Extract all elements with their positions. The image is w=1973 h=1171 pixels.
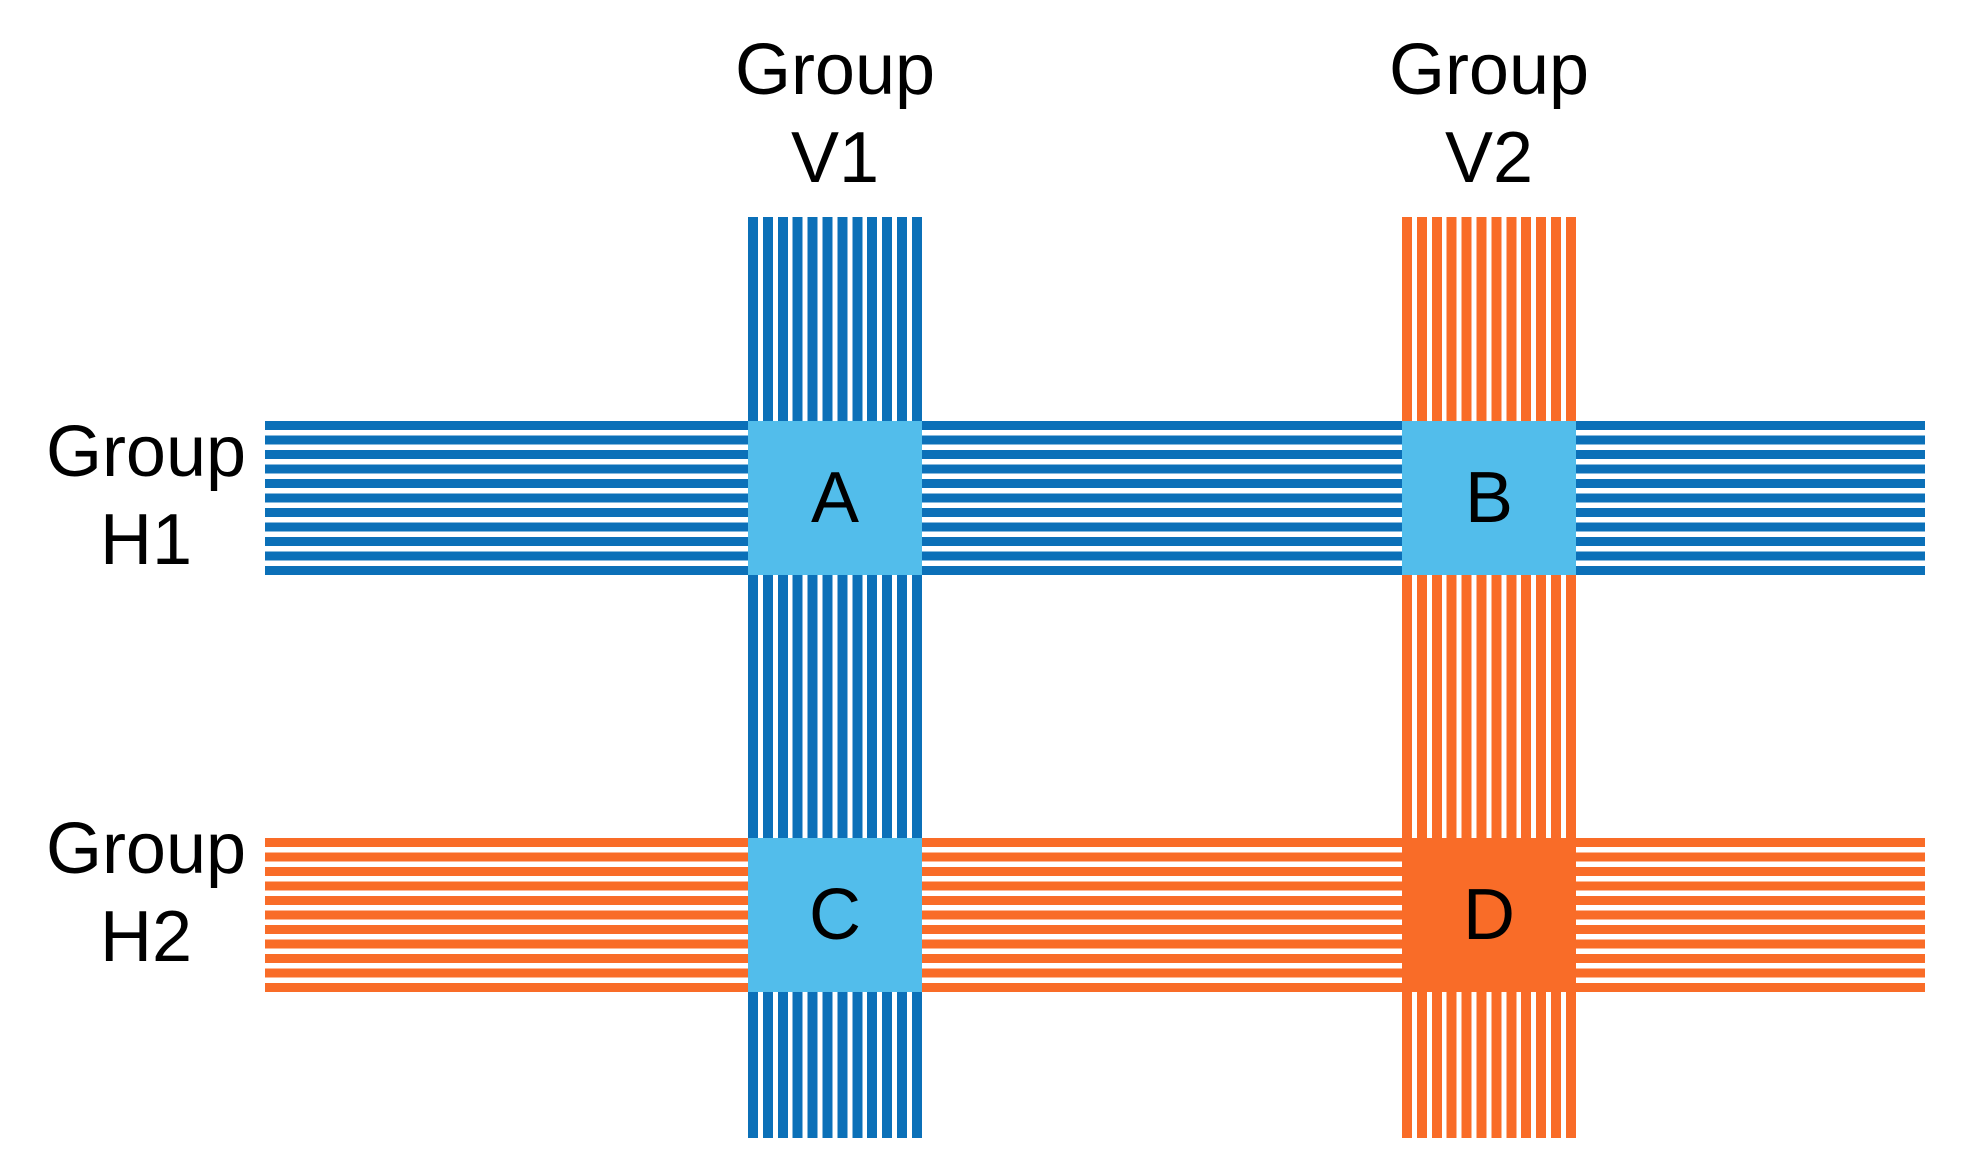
label-group-v2-line2: V2	[1444, 118, 1534, 198]
cell-a-letter: A	[810, 458, 860, 538]
intersection-cell-d: D	[1402, 838, 1576, 992]
label-group-v2-line1: Group	[1388, 30, 1590, 110]
label-group-v1: Group V1	[635, 26, 1035, 202]
cell-b-letter: B	[1464, 458, 1514, 538]
band-h1-horizontal-stripes	[265, 421, 1925, 575]
intersection-cell-b: B	[1402, 421, 1576, 575]
cell-d-letter: D	[1463, 875, 1515, 955]
label-group-h2-line2: H2	[99, 897, 193, 977]
band-v1-vertical-stripes	[748, 217, 922, 1138]
label-group-h1-line1: Group	[45, 412, 247, 492]
label-group-h1-line2: H1	[99, 500, 193, 580]
band-h2-horizontal-stripes	[265, 838, 1925, 992]
label-group-h1: Group H1	[21, 408, 271, 584]
intersection-cell-a: A	[748, 421, 922, 575]
label-group-v1-line2: V1	[790, 118, 880, 198]
intersection-cell-c: C	[748, 838, 922, 992]
label-group-v2: Group V2	[1289, 26, 1689, 202]
band-v2-vertical-stripes	[1402, 217, 1576, 1138]
label-group-v1-line1: Group	[734, 30, 936, 110]
cell-c-letter: C	[809, 875, 861, 955]
label-group-h2: Group H2	[21, 805, 271, 981]
label-group-h2-line1: Group	[45, 809, 247, 889]
